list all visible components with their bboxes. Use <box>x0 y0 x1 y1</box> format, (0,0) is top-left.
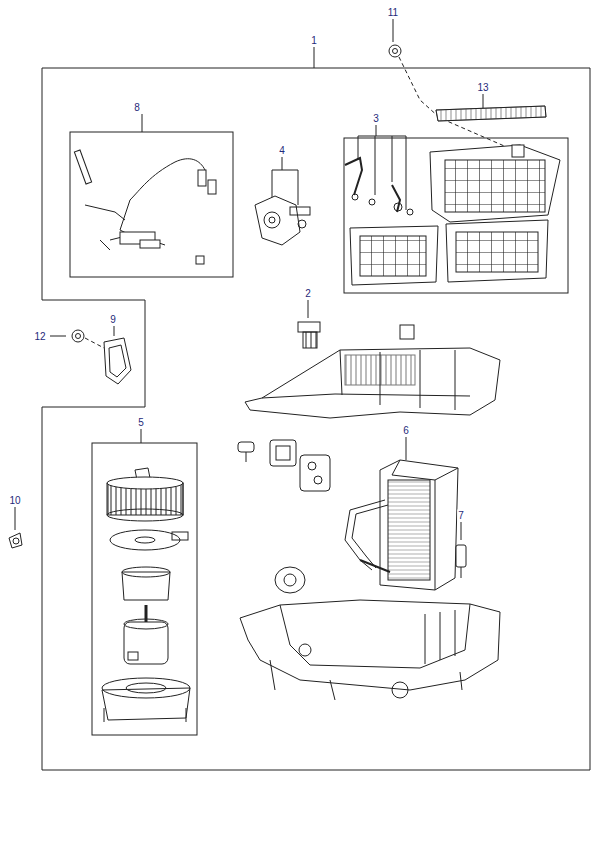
callout-number: 9 <box>109 314 117 325</box>
callout-number: 13 <box>476 82 489 93</box>
callout-number: 12 <box>33 331 46 342</box>
callout-number: 4 <box>278 145 286 156</box>
callout-number: 2 <box>304 288 312 299</box>
callout-number: 3 <box>372 113 380 124</box>
callout-number: 6 <box>402 425 410 436</box>
callout-number: 11 <box>387 7 399 18</box>
callout-number: 8 <box>133 102 141 113</box>
callout-number: 7 <box>457 510 465 521</box>
callout-number: 1 <box>310 35 318 46</box>
callout-number: 5 <box>137 417 145 428</box>
callout-number: 10 <box>8 495 21 506</box>
assembly-outline <box>42 68 590 770</box>
